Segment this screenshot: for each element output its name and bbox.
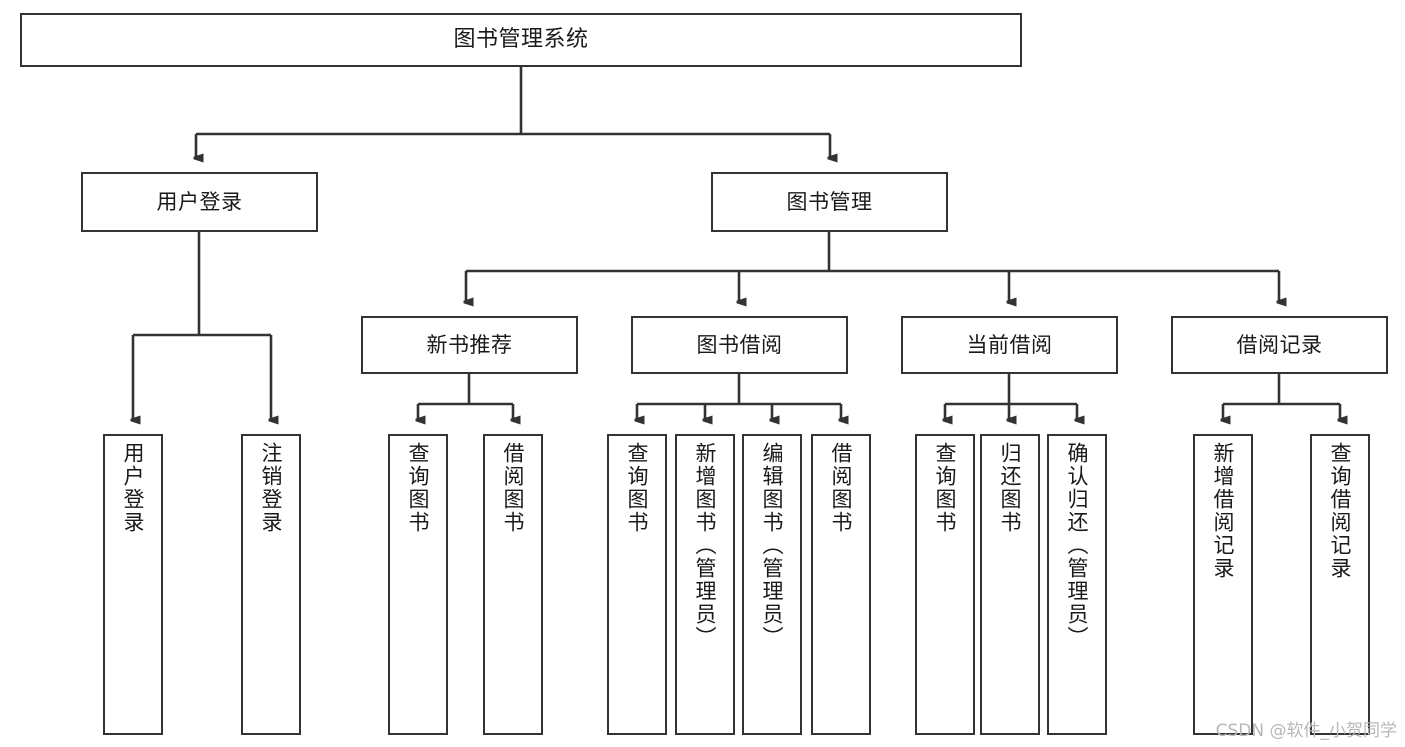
node-leaf-add-book-admin-label: 新增图书（管理员） [693,442,718,649]
node-current-borrow-label: 当前借阅 [966,332,1053,357]
node-leaf-return-book-label: 归还图书 [998,442,1023,534]
node-book-borrow[interactable]: 图书借阅 [631,316,848,374]
node-leaf-confirm-return-admin[interactable]: 确认归还（管理员） [1047,434,1107,735]
node-root[interactable]: 图书管理系统 [20,13,1022,67]
node-leaf-return-book[interactable]: 归还图书 [980,434,1040,735]
node-leaf-query-book-3-label: 查询图书 [933,442,958,534]
node-leaf-query-borrow-record[interactable]: 查询借阅记录 [1310,434,1370,735]
node-user-login-label: 用户登录 [156,189,243,214]
node-new-book-recommend-label: 新书推荐 [426,332,513,357]
node-leaf-confirm-return-admin-label: 确认归还（管理员） [1065,442,1090,649]
node-leaf-user-login[interactable]: 用户登录 [103,434,163,735]
node-leaf-add-borrow-record[interactable]: 新增借阅记录 [1193,434,1253,735]
node-leaf-edit-book-admin-label: 编辑图书（管理员） [760,442,785,649]
node-leaf-query-book-1-label: 查询图书 [406,442,431,534]
node-leaf-query-borrow-record-label: 查询借阅记录 [1328,442,1353,580]
node-leaf-borrow-book-1[interactable]: 借阅图书 [483,434,543,735]
node-new-book-recommend[interactable]: 新书推荐 [361,316,578,374]
node-leaf-query-book-3[interactable]: 查询图书 [915,434,975,735]
node-book-management-label: 图书管理 [786,189,873,214]
node-leaf-query-book-1[interactable]: 查询图书 [388,434,448,735]
node-leaf-logout-login[interactable]: 注销登录 [241,434,301,735]
node-leaf-add-borrow-record-label: 新增借阅记录 [1211,442,1236,580]
node-leaf-add-book-admin[interactable]: 新增图书（管理员） [675,434,735,735]
node-leaf-query-book-2[interactable]: 查询图书 [607,434,667,735]
node-borrow-record[interactable]: 借阅记录 [1171,316,1388,374]
node-book-borrow-label: 图书借阅 [696,332,783,357]
node-current-borrow[interactable]: 当前借阅 [901,316,1118,374]
node-leaf-query-book-2-label: 查询图书 [625,442,650,534]
node-leaf-borrow-book-2[interactable]: 借阅图书 [811,434,871,735]
node-leaf-edit-book-admin[interactable]: 编辑图书（管理员） [742,434,802,735]
node-leaf-user-login-label: 用户登录 [121,442,146,534]
node-borrow-record-label: 借阅记录 [1236,332,1323,357]
node-user-login[interactable]: 用户登录 [81,172,318,232]
node-book-management[interactable]: 图书管理 [711,172,948,232]
node-root-label: 图书管理系统 [453,27,589,53]
node-leaf-borrow-book-2-label: 借阅图书 [829,442,854,534]
node-leaf-logout-login-label: 注销登录 [259,442,284,534]
node-leaf-borrow-book-1-label: 借阅图书 [501,442,526,534]
